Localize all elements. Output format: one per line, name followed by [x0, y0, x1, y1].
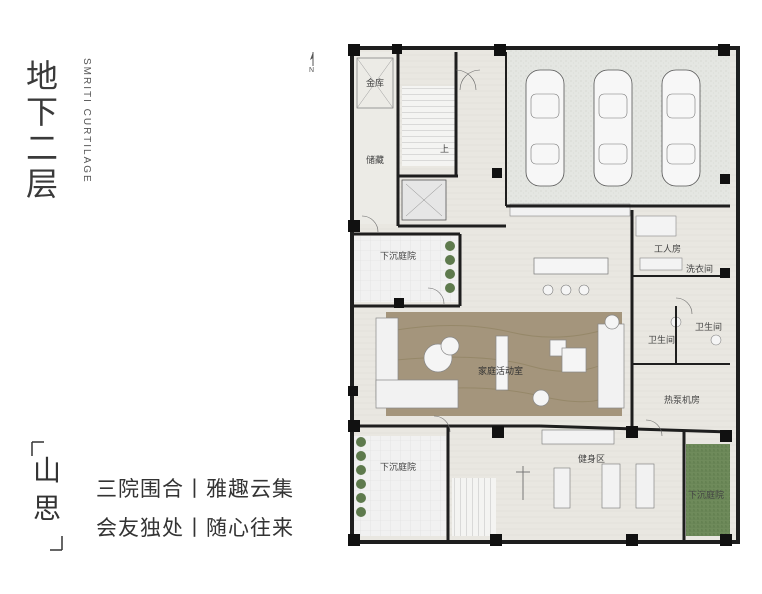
room-label-storage: 储藏	[366, 156, 385, 166]
room-label-heat-pump-room: 热泵机房	[664, 396, 701, 406]
room-label-vault: 金库	[366, 79, 385, 89]
slogan-line-1: 三院围合丨雅趣云集	[96, 477, 294, 501]
room-label-sunken-courtyard-1: 下沉庭院	[380, 252, 417, 262]
north-arrow-icon	[310, 52, 314, 66]
slogan-line-2: 会友独处丨随心往来	[96, 516, 294, 540]
stair-up-label: 上	[440, 145, 450, 155]
brand-english-name: SMRITI CURTILAGE	[81, 58, 92, 184]
north-label: N	[309, 67, 315, 74]
room-label-sunken-courtyard-3: 下沉庭院	[688, 491, 725, 501]
room-label-staff-room: 工人房	[654, 245, 682, 255]
theme-bracket	[31, 441, 63, 551]
floor-title: 地下二层	[26, 57, 59, 203]
room-label-sunken-courtyard-2: 下沉庭院	[380, 463, 417, 473]
theme-name: 山思	[32, 454, 61, 525]
floor-plan	[348, 44, 740, 546]
room-label-bathroom-2: 卫生间	[648, 336, 676, 346]
room-label-family-room: 家庭活动室	[478, 367, 524, 377]
room-label-gym: 健身区	[578, 455, 606, 465]
room-label-laundry: 洗衣间	[686, 265, 714, 275]
room-label-bathroom-1: 卫生间	[695, 323, 723, 333]
